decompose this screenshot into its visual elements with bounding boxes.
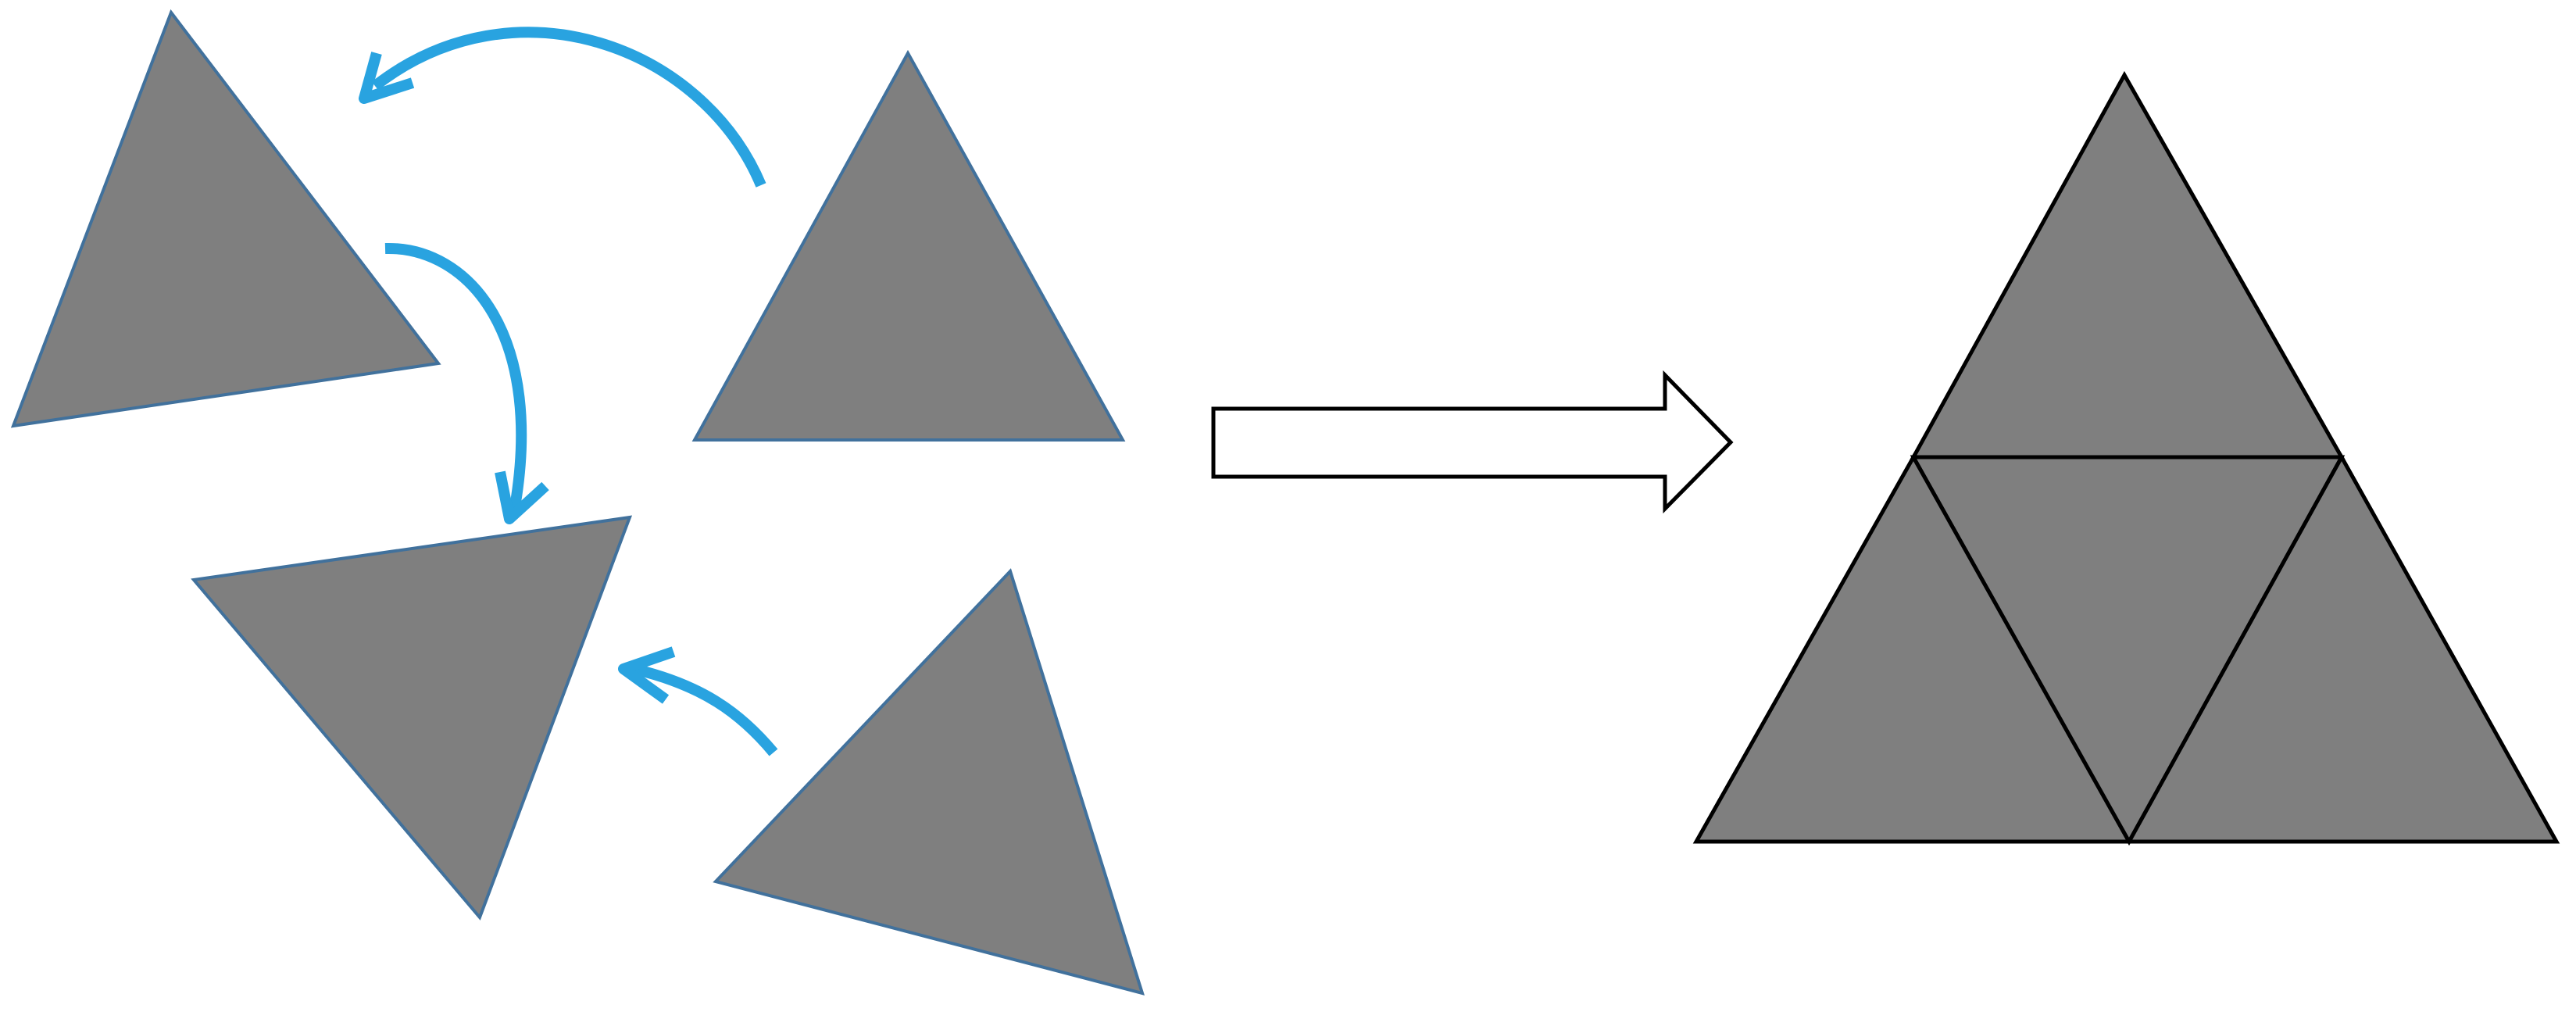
- rotated-right-triangle: [713, 568, 1145, 996]
- assembled-top-piece: [1910, 70, 2346, 459]
- upright-triangle: [691, 49, 1126, 442]
- right-block-arrow-icon: [1211, 370, 1734, 514]
- top-curved-arrow-icon: [359, 27, 766, 188]
- loose-pieces: [10, 9, 1145, 996]
- assembled-large-triangle: [1692, 70, 2560, 846]
- bottom-curved-arrow-icon: [618, 646, 778, 756]
- middle-curved-arrow-icon: [384, 242, 549, 524]
- rotation-arrows: [359, 27, 778, 756]
- tilted-left-triangle: [10, 9, 441, 428]
- assembled-right-piece: [2125, 452, 2560, 844]
- inverted-triangle: [191, 515, 633, 921]
